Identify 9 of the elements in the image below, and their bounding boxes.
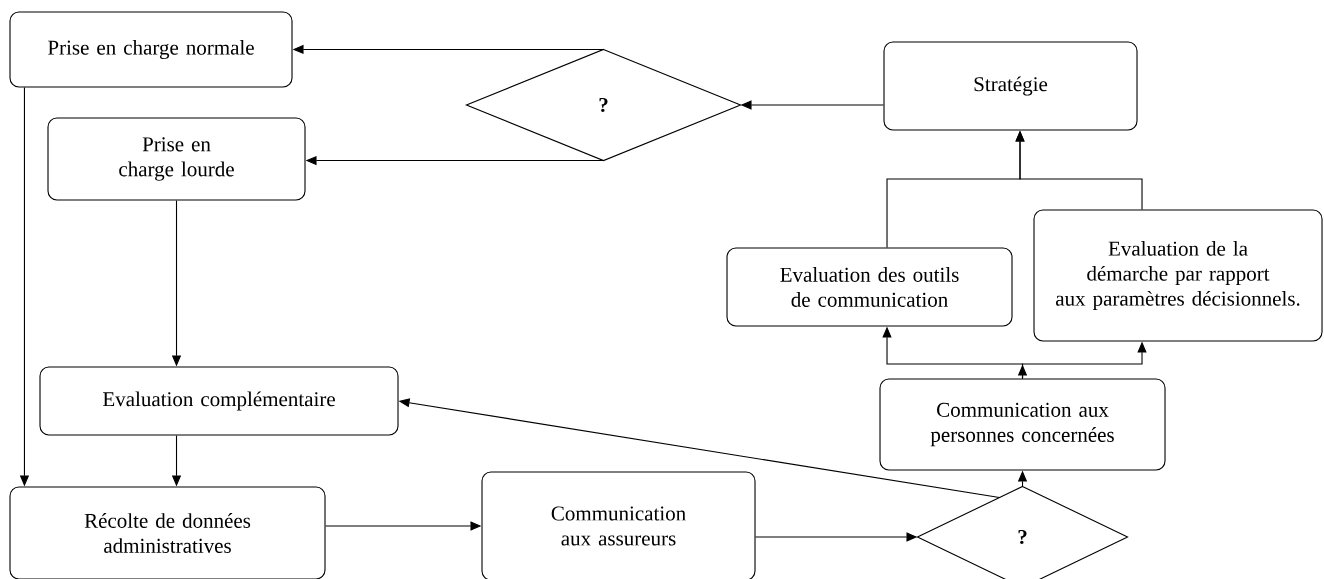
process-box: Prise en charge lourde: [47, 117, 306, 201]
process-box: Evaluation des outils de communication: [726, 247, 1013, 327]
process-box: Stratégie: [883, 41, 1138, 131]
process-box: Evaluation de la démarche par rapport aux paramètres décisionnels.: [1033, 209, 1323, 342]
process-box: Prise en charge normale: [9, 11, 293, 88]
process-box: Récolte de données administratives: [9, 486, 326, 579]
process-box: Evaluation complémentaire: [39, 366, 399, 436]
process-box: Communication aux assureurs: [481, 471, 756, 579]
process-box: Communication aux personnes concernées: [879, 378, 1166, 471]
